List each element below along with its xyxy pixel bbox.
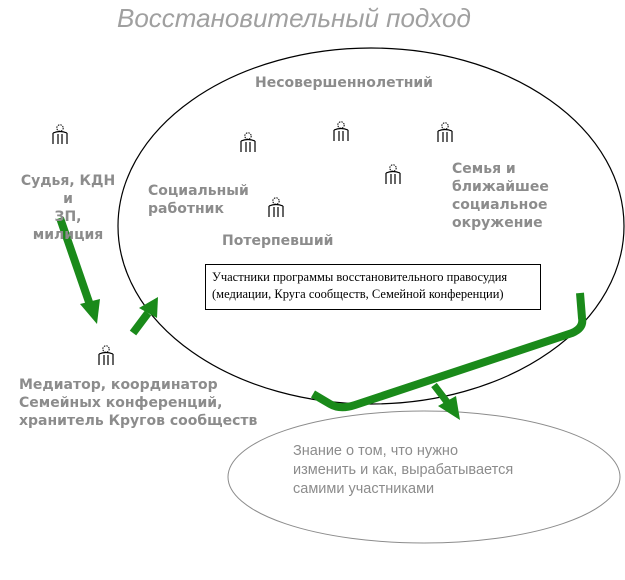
knowledge-text: Знание о том, что нужно изменить и как, …	[293, 443, 514, 497]
page-title: Восстановительный подход	[117, 3, 471, 33]
label-family: Семья и ближайшее социальное окружение	[452, 161, 549, 231]
program-participants-box: Участники программы восстановительного п…	[205, 264, 541, 310]
label-social-worker: Социальный работник	[148, 183, 249, 217]
arrow-judge-to-mediator	[56, 216, 100, 324]
label-minor: Несовершеннолетний	[255, 75, 433, 91]
label-victim: Потерпевший	[222, 233, 334, 249]
person-icon	[98, 345, 114, 366]
person-icon	[52, 124, 68, 145]
label-judge: Судья, КДН и ЗП, милиция	[20, 173, 116, 243]
arrow-mediator-to-circle	[129, 297, 158, 336]
arrow-circle-to-knowledge	[310, 292, 587, 420]
knowledge-ellipse	[227, 410, 621, 544]
label-mediator: Медиатор, координатор Семейных конференц…	[19, 377, 258, 429]
